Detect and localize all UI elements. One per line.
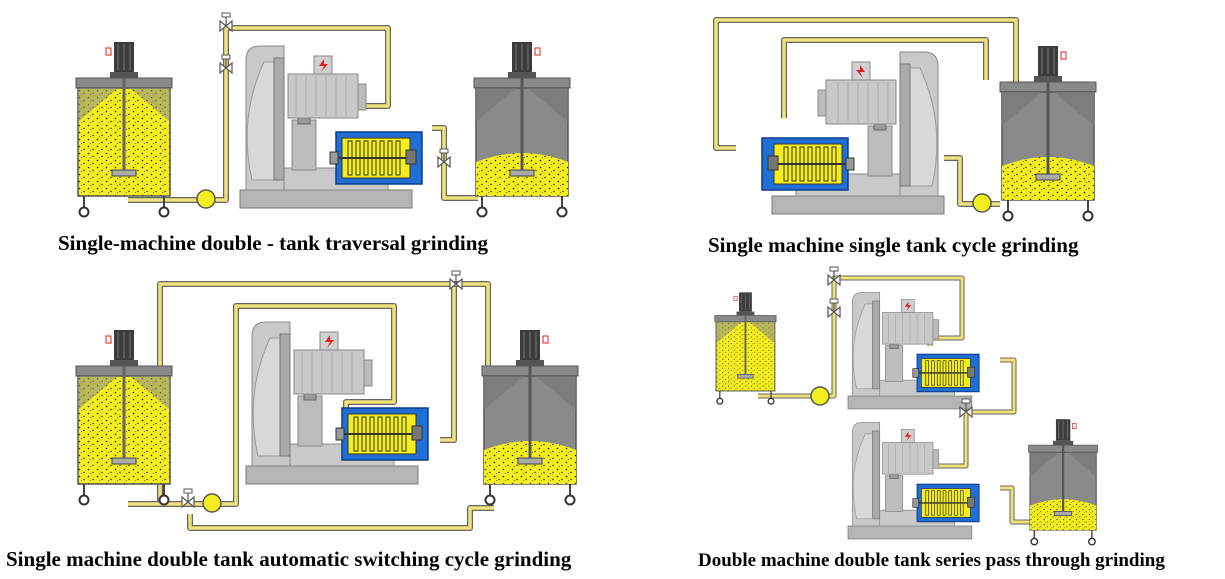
pipes: [713, 17, 1019, 207]
panel-series-pass-through: [713, 266, 1099, 546]
caption-single-tank-cycle: Single machine single tank cycle grindin…: [708, 233, 1079, 257]
caption-series-pass-through: Double machine double tank series pass t…: [698, 550, 1165, 571]
panel-single-tank-cycle: [713, 17, 1098, 222]
panel-auto-switching-cycle: [74, 270, 580, 531]
panel-traversal-grinding: [74, 12, 572, 218]
caption-traversal-grinding: Single-machine double - tank traversal g…: [58, 231, 488, 255]
caption-auto-switching-cycle: Single machine double tank automatic swi…: [6, 547, 572, 571]
